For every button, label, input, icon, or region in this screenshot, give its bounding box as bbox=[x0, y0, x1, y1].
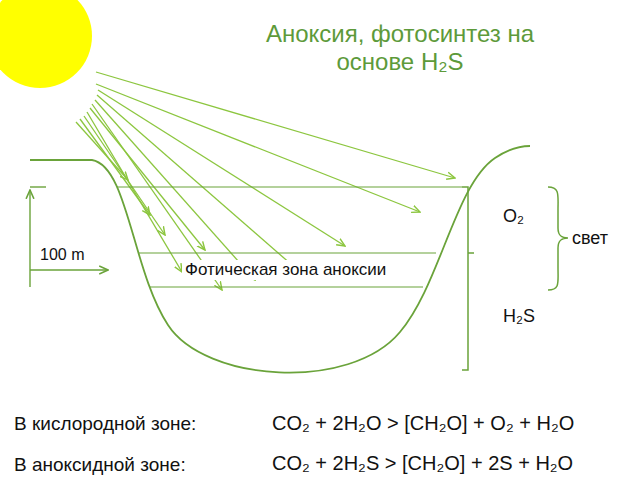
equation: CO₂ + 2H₂O > [CH₂O] + O₂ + H₂O bbox=[272, 412, 574, 435]
zone-lines bbox=[117, 187, 462, 287]
zone-bracket bbox=[462, 187, 474, 370]
equation-caption: В аноксидной зоне: bbox=[14, 454, 186, 476]
zone-band: Фотическая зона аноксии bbox=[182, 260, 389, 280]
sun bbox=[0, 0, 92, 88]
lake-outline bbox=[30, 146, 530, 373]
zone-name: O₂ bbox=[503, 206, 524, 227]
zone-label: Фотическая зона аноксии bbox=[182, 260, 389, 280]
title: Аноксия, фотосинтез на основе H₂S bbox=[258, 20, 542, 75]
equation: CO₂ + 2H₂S > [CH₂O] + 2S + H₂O bbox=[272, 452, 573, 475]
depth-arrow bbox=[30, 187, 108, 287]
depth-label: 100 m bbox=[40, 246, 84, 264]
equation-caption: В кислородной зоне: bbox=[14, 413, 196, 435]
light-brace bbox=[548, 187, 568, 290]
zone-name: H₂S bbox=[503, 306, 535, 327]
light-rays bbox=[76, 72, 455, 290]
brace-label: свет bbox=[572, 228, 608, 249]
